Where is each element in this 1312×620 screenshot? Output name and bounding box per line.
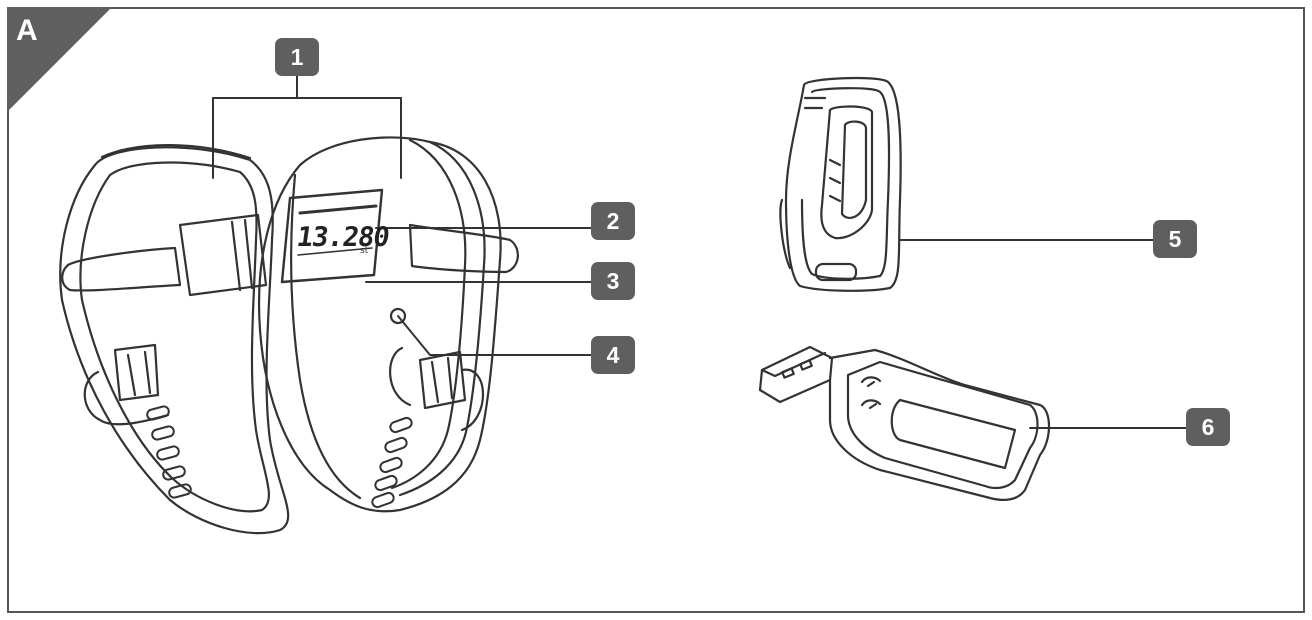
display-step-count: 13.280: [294, 222, 391, 253]
figure-frame: [7, 7, 1305, 613]
display-panel: [280, 188, 384, 284]
callout-badge-4: 4: [591, 336, 635, 374]
usb-charger-illustration: [758, 345, 1051, 501]
corner-triangle: [7, 7, 112, 112]
clip-holder-illustration: [779, 76, 902, 292]
callout-badge-3: 3: [591, 262, 635, 300]
callout-4-line: [397, 315, 592, 356]
band-right-illustration: [257, 136, 519, 513]
display-unit: st: [360, 246, 369, 256]
callout-badge-1: 1: [275, 38, 319, 76]
band-left-illustration: [59, 144, 290, 535]
callout-badge-5: 5: [1153, 220, 1197, 258]
callout-badge-6: 6: [1186, 408, 1230, 446]
figure-label: A: [16, 14, 38, 47]
callout-badge-2: 2: [591, 202, 635, 240]
callout-1-bracket: [212, 75, 402, 179]
